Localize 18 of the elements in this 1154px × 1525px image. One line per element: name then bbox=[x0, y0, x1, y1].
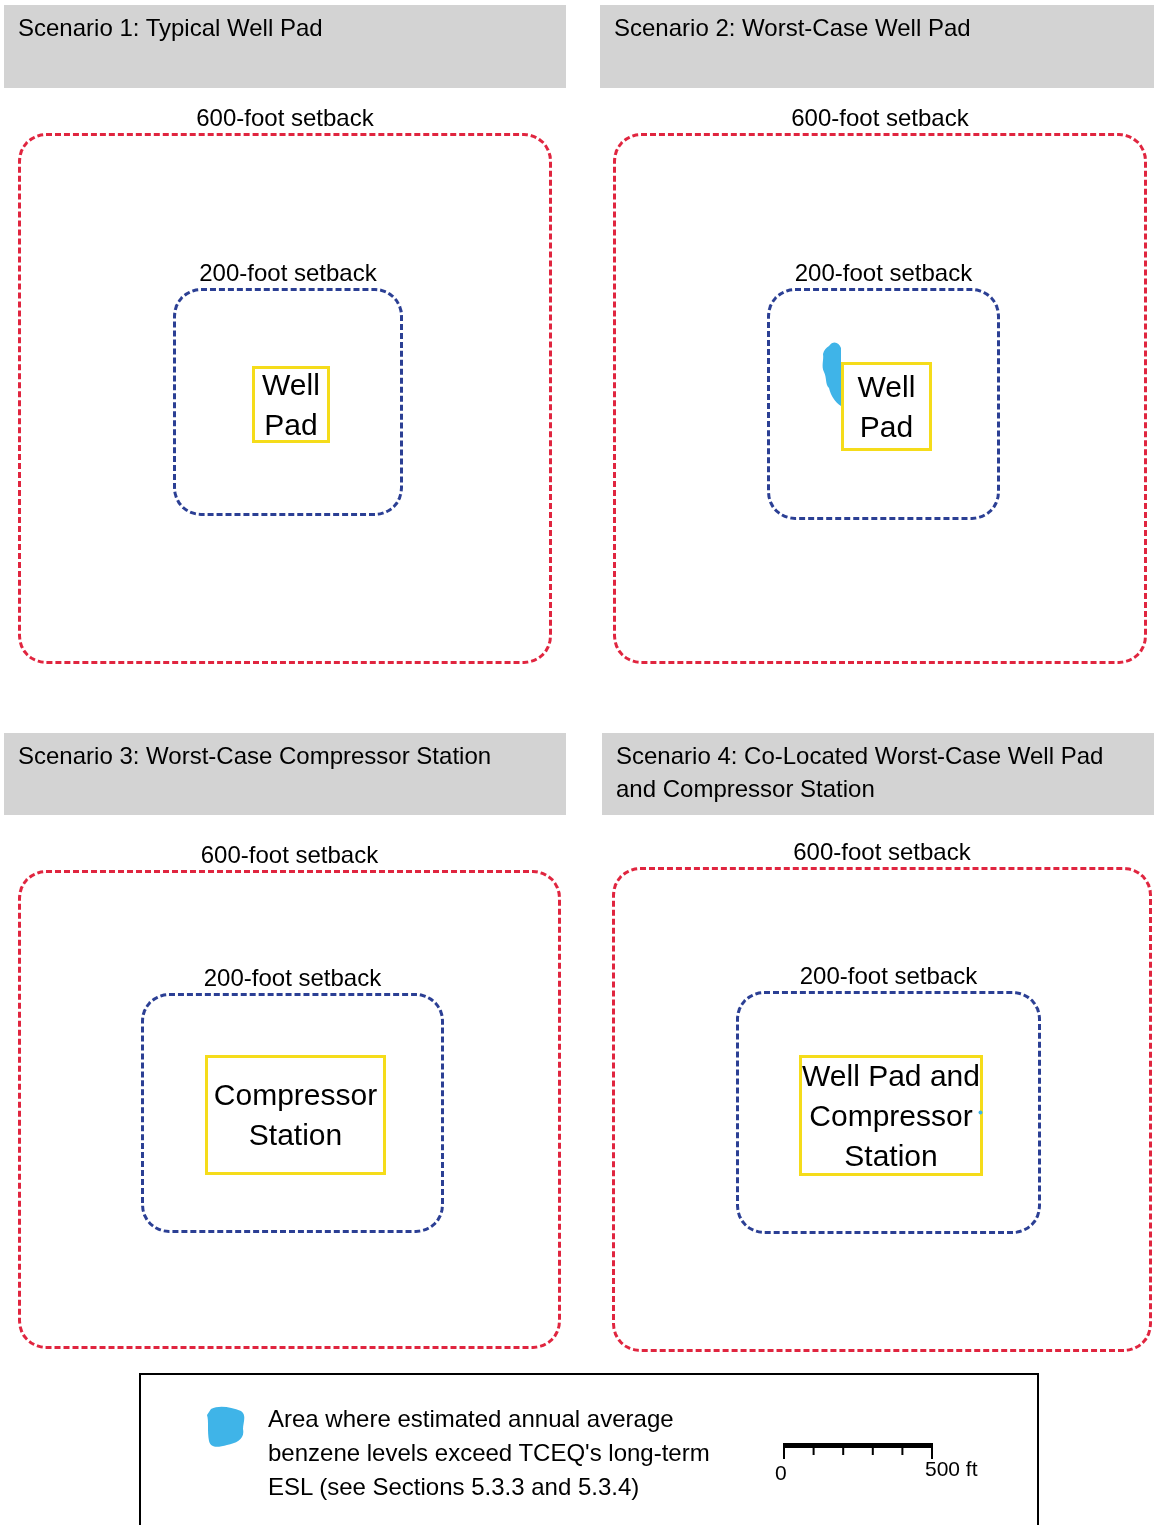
scenario-header bbox=[602, 733, 1154, 815]
scenario-title: Scenario 2: Worst-Case Well Pad bbox=[614, 13, 972, 43]
facility-label: Well Pad bbox=[261, 366, 321, 443]
facility-box bbox=[205, 1055, 386, 1175]
facility-label: Well Pad bbox=[856, 368, 917, 445]
scenario-title: Scenario 4: Co-Located Worst-Case Well Pad and Compressor Station bbox=[616, 741, 1105, 804]
facility-box bbox=[841, 362, 932, 451]
scenario-header bbox=[600, 5, 1154, 88]
facility-label: Well Pad and Compressor Station bbox=[802, 1057, 980, 1174]
facility-box bbox=[252, 366, 330, 443]
facility-label: Compressor Station bbox=[212, 1077, 379, 1153]
scenario-title: Scenario 1: Typical Well Pad bbox=[18, 13, 324, 43]
scenario-title: Scenario 3: Worst-Case Compressor Station bbox=[18, 741, 493, 771]
scale-label: 500 ft bbox=[925, 1456, 978, 1482]
scale-label: 0 bbox=[775, 1460, 787, 1486]
scenario-header bbox=[4, 5, 566, 88]
legend-text: Area where estimated annual average benzene levels exceed TCEQ's long-term ESL (see Sections 5.3.3 and 5.3.4) bbox=[268, 1404, 711, 1502]
scenario-header bbox=[4, 733, 566, 815]
